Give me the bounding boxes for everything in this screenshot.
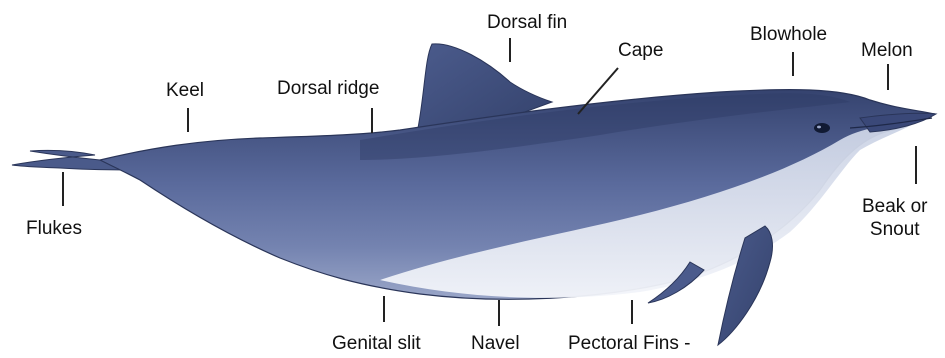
label-beak-or-snout: Beak or Snout — [862, 196, 927, 242]
label-beak-line2: Snout — [862, 219, 927, 242]
label-pectoral-fins: Pectoral Fins - — [568, 333, 690, 356]
eye-icon — [814, 123, 830, 133]
label-keel: Keel — [166, 80, 204, 103]
label-blowhole: Blowhole — [750, 24, 827, 47]
label-cape: Cape — [618, 40, 663, 63]
label-dorsal-fin: Dorsal fin — [487, 12, 567, 35]
label-navel: Navel — [471, 333, 520, 356]
label-flukes: Flukes — [26, 218, 82, 241]
label-beak-line1: Beak or — [862, 196, 927, 219]
label-dorsal-ridge: Dorsal ridge — [277, 78, 379, 101]
label-genital-slit: Genital slit — [332, 333, 421, 356]
label-melon: Melon — [861, 40, 913, 63]
eye-highlight — [817, 126, 821, 129]
